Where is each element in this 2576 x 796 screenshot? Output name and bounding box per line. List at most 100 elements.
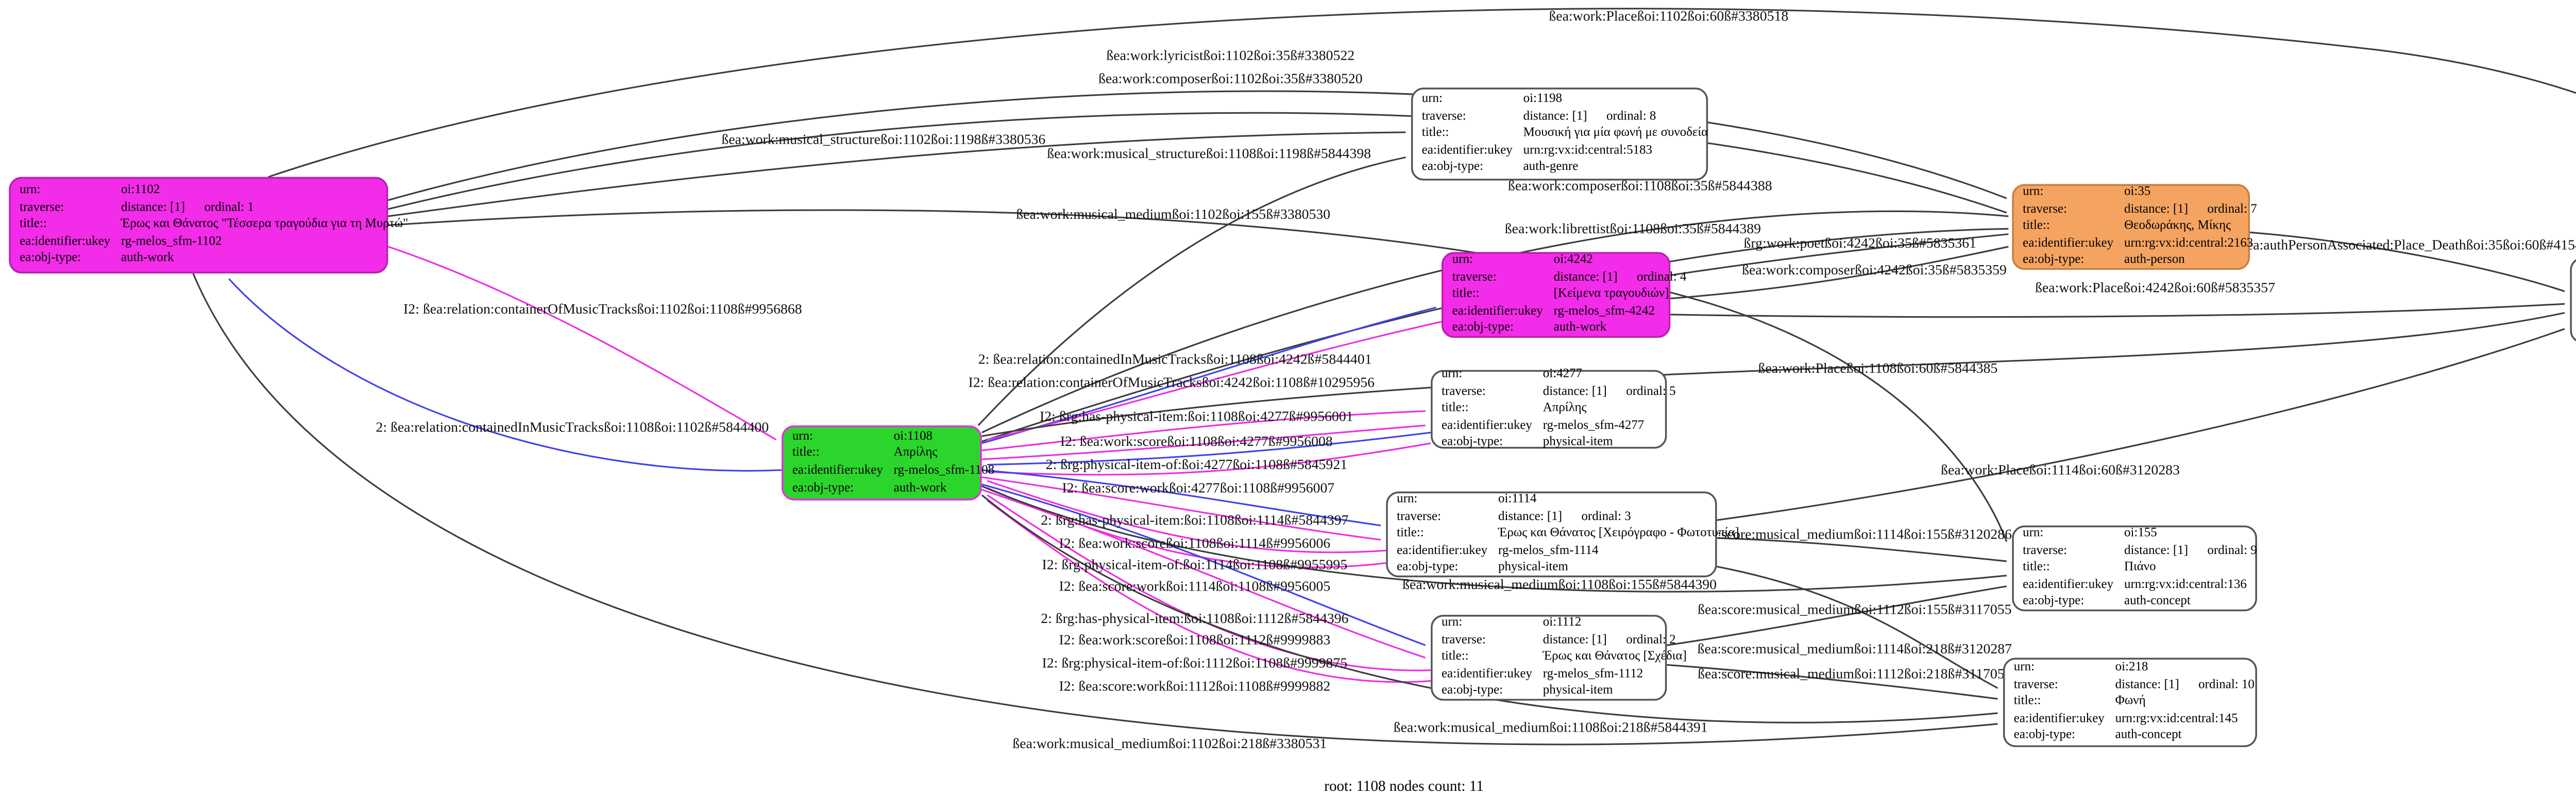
field-key: traverse: xyxy=(1441,632,1486,647)
field-value: [Κείμενα τραγουδιών] xyxy=(1553,286,1669,301)
field-key: ea:obj-type: xyxy=(1441,435,1503,449)
edge-line xyxy=(1670,233,2009,276)
root-count-label: root: 1108 nodes count: 11 xyxy=(1324,778,1484,795)
field-key: title:: xyxy=(792,445,820,460)
field-value: rg-melos_sfm-4242 xyxy=(1553,303,1655,318)
field-key: traverse: xyxy=(2023,201,2067,216)
edge-label: 2: ßea:relation:containedInMusicTracksßo… xyxy=(978,351,1372,368)
field-value: physical-item xyxy=(1543,435,1613,449)
edge-label: ßea:work:Placeßoi:1108ßoi:60ß#5844385 xyxy=(1758,360,1998,376)
edge-line xyxy=(1667,585,2007,646)
field-key: ea:obj-type: xyxy=(1397,560,1459,575)
edge-line xyxy=(387,90,2007,201)
field-key: ea:identifier:ukey xyxy=(2023,235,2114,250)
field-key: title:: xyxy=(1452,286,1480,301)
graph-node-oi-60[interactable]: urn:oi:60traverse:distance: [1] ordinal:… xyxy=(2570,257,2576,343)
field-key: title:: xyxy=(1441,401,1469,416)
edge-label: ßea:work:librettistßoi:1108ßoi:35ß#58443… xyxy=(1504,220,1761,237)
field-value: oi:155 xyxy=(2124,525,2157,540)
edge-label: ßrg:work:poetßoi:4242ßoi:35ß#5835361 xyxy=(1743,235,1977,251)
field-key: ea:identifier:ukey xyxy=(792,463,883,477)
field-key: urn: xyxy=(1421,91,1443,106)
edge-label: ßea:score:musical_mediumßoi:1112ßoi:155ß… xyxy=(1698,601,2012,618)
field-key: ea:obj-type: xyxy=(792,480,854,495)
edge-label: 2: ßrg:physical-item-of:ßoi:4277ßoi:1108… xyxy=(1045,456,1348,473)
edge-line xyxy=(1667,664,1998,700)
field-key: ea:identifier:ukey xyxy=(20,234,111,248)
field-key: urn: xyxy=(1441,366,1463,381)
edge-label: ßea:work:composerßoi:1102ßoi:35ß#3380520 xyxy=(1098,71,1363,87)
edge-label: ßea:authPersonAssociated:Place_Deathßoi:… xyxy=(2240,236,2576,253)
field-key: urn: xyxy=(2023,525,2044,540)
field-key: urn: xyxy=(2013,660,2035,674)
field-value: distance: [1] ordinal: 2 xyxy=(1543,632,1676,647)
field-key: title:: xyxy=(1421,125,1449,140)
field-key: ea:obj-type: xyxy=(2023,252,2084,267)
field-key: urn: xyxy=(2023,184,2044,199)
edge-line xyxy=(2249,231,2565,292)
edge-label: ßea:work:composerßoi:4242ßoi:35ß#5835359 xyxy=(1742,262,2007,278)
field-value: rg-melos_sfm-1112 xyxy=(1543,666,1643,681)
edge-label: I2: ßea:score:workßoi:4277ßoi:1108ß#9956… xyxy=(1062,480,1335,496)
edge-line xyxy=(981,489,1426,659)
field-key: traverse: xyxy=(2013,677,2058,691)
field-value: rg-melos_sfm-1114 xyxy=(1498,543,1599,558)
edge-line xyxy=(977,156,1406,426)
edge-line xyxy=(981,424,1426,460)
field-value: Μουσική για μία φωνή με συνοδεία xyxy=(1523,125,1708,140)
edge-label: ßea:work:composerßoi:1108ßoi:35ß#5844388 xyxy=(1507,178,1772,194)
field-value: urn:rg:vx:id:central:5183 xyxy=(1523,143,1653,157)
field-key: ea:identifier:ukey xyxy=(1452,303,1543,318)
field-value: oi:1114 xyxy=(1498,491,1537,506)
edge-label: ßea:work:musical_mediumßoi:1108ßoi:155ß#… xyxy=(1402,576,1717,593)
field-key: urn: xyxy=(1452,252,1473,267)
field-value: Απρίλης xyxy=(1543,401,1587,416)
edge-line xyxy=(1717,537,2007,562)
field-key: title:: xyxy=(2023,560,2050,575)
edge-line xyxy=(987,442,1431,476)
edge-line xyxy=(987,431,1431,466)
edge-line xyxy=(228,278,782,472)
field-value: urn:rg:vx:id:central:136 xyxy=(2124,577,2247,592)
edge-line xyxy=(1670,246,2009,300)
edge-label: I2: ßea:score:workßoi:1114ßoi:1108ß#9956… xyxy=(1059,578,1331,595)
edge-label: ßea:work:musical_structureßoi:1108ßoi:11… xyxy=(1047,145,1371,162)
field-value: physical-item xyxy=(1543,683,1613,698)
field-key: title:: xyxy=(20,216,47,231)
field-key: traverse: xyxy=(1441,383,1486,398)
edge-label: I2: ßea:relation:containerOfMusicTracksß… xyxy=(403,301,802,318)
edge-line xyxy=(981,306,1436,444)
field-value: distance: [1] ordinal: 9 xyxy=(2124,542,2257,557)
field-value: distance: [1] ordinal: 10 xyxy=(2115,677,2255,691)
edge-line xyxy=(192,273,1998,746)
field-value: rg-melos_sfm-1102 xyxy=(121,234,222,248)
edge-line xyxy=(981,312,2565,437)
edge-line xyxy=(981,483,1426,646)
edge-line xyxy=(1717,328,2565,521)
field-value: urn:rg:vx:id:central:145 xyxy=(2115,711,2238,725)
field-key: ea:obj-type: xyxy=(2013,728,2075,742)
edge-label: ßea:score:musical_mediumßoi:1112ßoi:218ß… xyxy=(1698,666,2012,682)
field-value: oi:1102 xyxy=(121,182,160,197)
field-value: oi:35 xyxy=(2124,184,2151,199)
edge-line xyxy=(387,112,2007,214)
field-value: rg-melos_sfm-4277 xyxy=(1543,418,1645,432)
field-key: title:: xyxy=(1397,526,1424,541)
edge-label: ßea:work:musical_mediumßoi:1108ßoi:218ß#… xyxy=(1393,719,1708,736)
field-value: auth-genre xyxy=(1523,160,1579,175)
field-key: ea:identifier:ukey xyxy=(2013,711,2105,725)
edge-line xyxy=(981,469,1381,527)
field-value: distance: [1] ordinal: 1 xyxy=(121,199,254,214)
field-key: ea:obj-type: xyxy=(1441,683,1503,698)
field-key: traverse: xyxy=(20,199,64,214)
